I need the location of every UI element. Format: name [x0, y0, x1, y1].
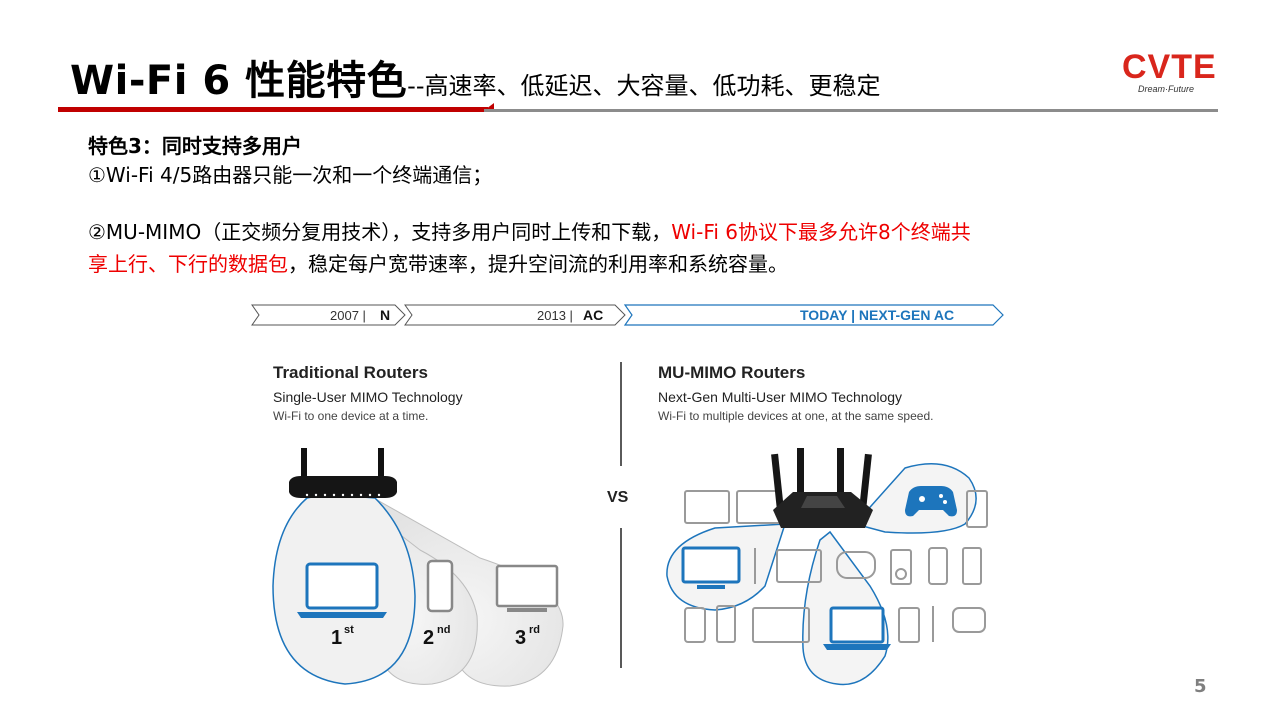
page-number: 5 [1194, 676, 1207, 697]
right-heading: MU-MIMO Routers [658, 363, 805, 382]
cvte-logo: CVTE Dream·Future [1122, 50, 1222, 98]
ordinal-3-suffix: rd [529, 624, 540, 636]
timeline-tag-2: AC [583, 307, 603, 323]
feature-point-2-text: ②MU-MIMO（正交频分复用技术），支持多用户同时上传和下载， [88, 220, 672, 244]
logo-tagline: Dream·Future [1138, 84, 1195, 94]
laptop-icon [297, 562, 387, 618]
feature-point-2-line-1: ②MU-MIMO（正交频分复用技术），支持多用户同时上传和下载，Wi-Fi 6协… [88, 219, 971, 245]
router-mu-mimo-icon [771, 448, 873, 528]
title-rule-notch [482, 103, 494, 112]
background-devices [684, 490, 988, 643]
title-main: Wi-Fi 6 性能特色 [70, 58, 408, 104]
left-caption: Wi-Fi to one device at a time. [273, 409, 428, 423]
feature-point-2-line-2: 享上行、下行的数据包，稳定每户宽带速率，提升空间流的利用率和系统容量。 [88, 251, 788, 277]
ordinal-1: 1 [331, 627, 342, 649]
feature-point-2-highlight-b: 享上行、下行的数据包 [88, 252, 288, 276]
feature-point-2-highlight-a: Wi-Fi 6协议下最多允许8个终端共 [671, 220, 971, 244]
timeline-tag-1: N [380, 307, 390, 323]
title-rule-gray [484, 109, 1218, 112]
router-single-icon [289, 448, 397, 498]
ordinal-1-suffix: st [344, 624, 354, 636]
tv-icon [681, 546, 741, 589]
timeline: 2007 | N 2013 | AC TODAY | NEXT-GEN AC [251, 304, 1004, 326]
title-subtitle: --高速率、低延迟、大容量、低功耗、更稳定 [407, 72, 881, 100]
feature-point-1: ①Wi-Fi 4/5路由器只能一次和一个终端通信； [88, 163, 493, 187]
ordinal-3: 3 [515, 627, 526, 649]
slide-title: Wi-Fi 6 性能特色--高速率、低延迟、大容量、低功耗、更稳定 [70, 48, 880, 106]
left-subheading: Single-User MIMO Technology [273, 389, 463, 405]
feature-heading: 特色3：同时支持多用户 [88, 134, 302, 158]
laptop-blue-icon [823, 606, 891, 650]
mimo-comparison-figure: 2007 | N 2013 | AC TODAY | NEXT-GEN AC T… [245, 296, 1020, 688]
title-rule-red [58, 107, 488, 112]
timeline-year-2: 2013 | [537, 308, 573, 323]
right-caption: Wi-Fi to multiple devices at one, at the… [658, 409, 933, 423]
right-subheading: Next-Gen Multi-User MIMO Technology [658, 389, 902, 405]
logo-brand: CVTE [1122, 48, 1217, 86]
phone-icon [426, 559, 454, 613]
timeline-label-3: TODAY | NEXT-GEN AC [800, 307, 954, 323]
left-heading: Traditional Routers [273, 363, 428, 382]
feature-point-2-text-end: ，稳定每户宽带速率，提升空间流的利用率和系统容量。 [288, 252, 788, 276]
vs-label: VS [607, 489, 629, 506]
ordinal-2: 2 [423, 627, 434, 649]
monitor-icon [495, 564, 559, 612]
timeline-year-1: 2007 | [330, 308, 366, 323]
ordinal-2-suffix: nd [437, 624, 450, 636]
gamepad-icon [905, 486, 957, 517]
